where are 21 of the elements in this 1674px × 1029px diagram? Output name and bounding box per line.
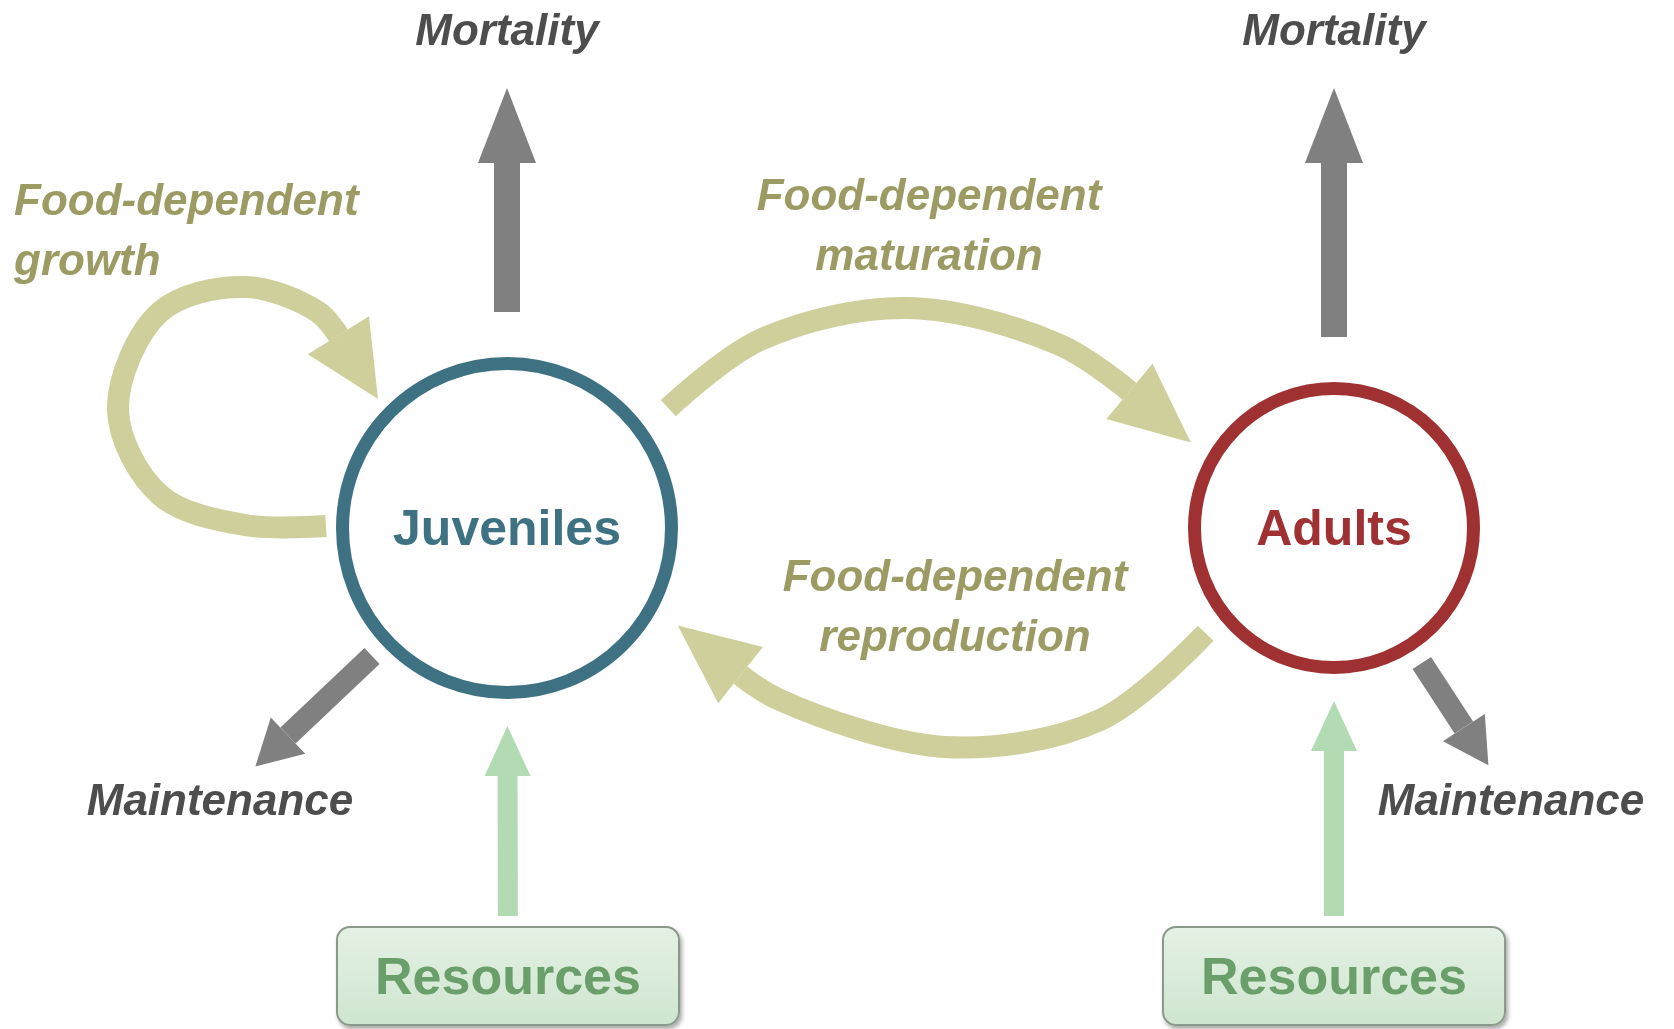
arrow [478, 88, 536, 312]
arrow [660, 297, 1192, 443]
outcome-label: Mortality [1209, 2, 1459, 58]
outcome-label: Maintenance [60, 772, 380, 828]
outcome-label: Mortality [382, 2, 632, 58]
arrow [1412, 656, 1489, 766]
arrow [1305, 88, 1363, 337]
resource-box [336, 926, 680, 1026]
stage-label: Adults [1256, 499, 1412, 557]
resource-label: Resources [1201, 946, 1467, 1006]
arrow [255, 647, 380, 767]
arrow [1311, 701, 1357, 916]
stage-label: Juveniles [393, 499, 621, 557]
resource-label: Resources [375, 946, 641, 1006]
edge-label: Food-dependent reproduction [781, 550, 1130, 662]
edge-label: Food-dependent maturation [755, 169, 1104, 281]
edge-label: Food-dependent growth [14, 174, 361, 286]
arrow [677, 625, 1214, 759]
arrow [107, 276, 379, 539]
outcome-label: Maintenance [1352, 772, 1670, 828]
resource-box [1162, 926, 1506, 1026]
